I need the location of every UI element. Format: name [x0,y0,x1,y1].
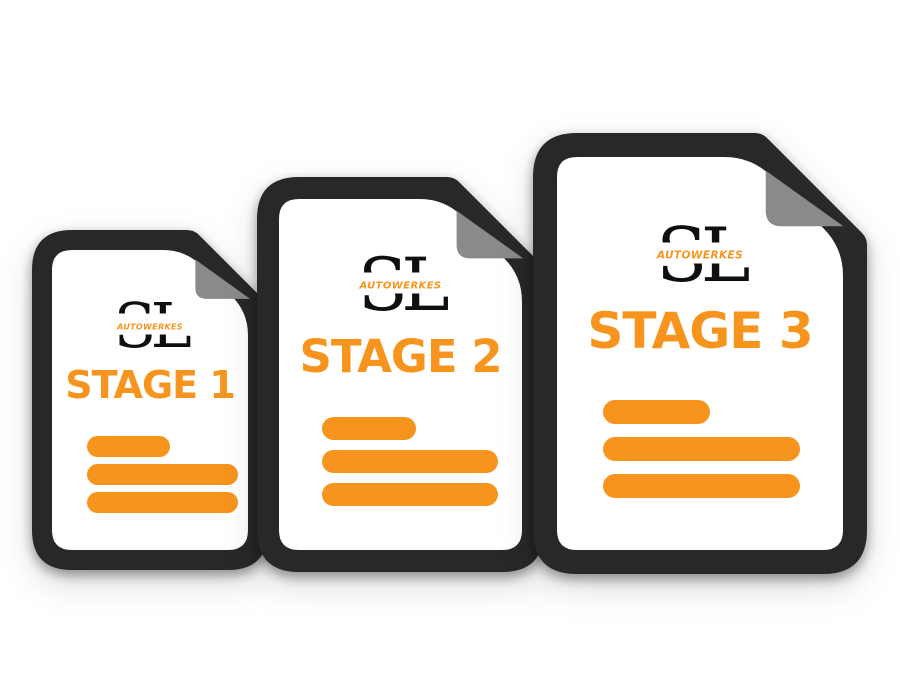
text-placeholder-line [322,483,498,506]
stage-title: STAGE 2 [299,330,502,383]
text-placeholder-line [87,492,238,513]
logo-wordmark: AUTOWERKES [656,249,744,261]
sl-autowerkes-logo: SL AUTOWERKES [114,295,192,357]
page-fold-icon [765,170,844,227]
logo-wordmark: AUTOWERKES [359,280,442,292]
text-placeholder-line [87,436,170,457]
sl-autowerkes-logo: SL AUTOWERKES [653,218,751,293]
text-placeholder-lines [87,436,238,520]
logo-wordmark-band: AUTOWERKES [356,272,445,294]
text-placeholder-lines [603,400,800,511]
text-placeholder-line [603,400,710,424]
text-placeholder-lines [322,417,498,516]
stage-title: STAGE 3 [587,302,813,360]
text-placeholder-line [603,474,800,498]
page-fold-icon [195,259,251,299]
text-placeholder-line [322,450,498,473]
stage-title: STAGE 1 [65,363,236,407]
logo-wordmark-band: AUTOWERKES [114,313,186,335]
text-placeholder-line [603,437,800,461]
text-placeholder-line [87,464,238,485]
sl-autowerkes-logo: SL AUTOWERKES [356,249,450,322]
logo-wordmark: AUTOWERKES [117,322,183,332]
document-card-stage-3: SL AUTOWERKES STAGE 3 [533,133,867,574]
text-placeholder-line [322,417,416,440]
document-card-stage-2: SL AUTOWERKES STAGE 2 [257,177,544,572]
document-card-stage-1: SL AUTOWERKES STAGE 1 [32,230,268,570]
logo-wordmark-band: AUTOWERKES [653,242,747,263]
